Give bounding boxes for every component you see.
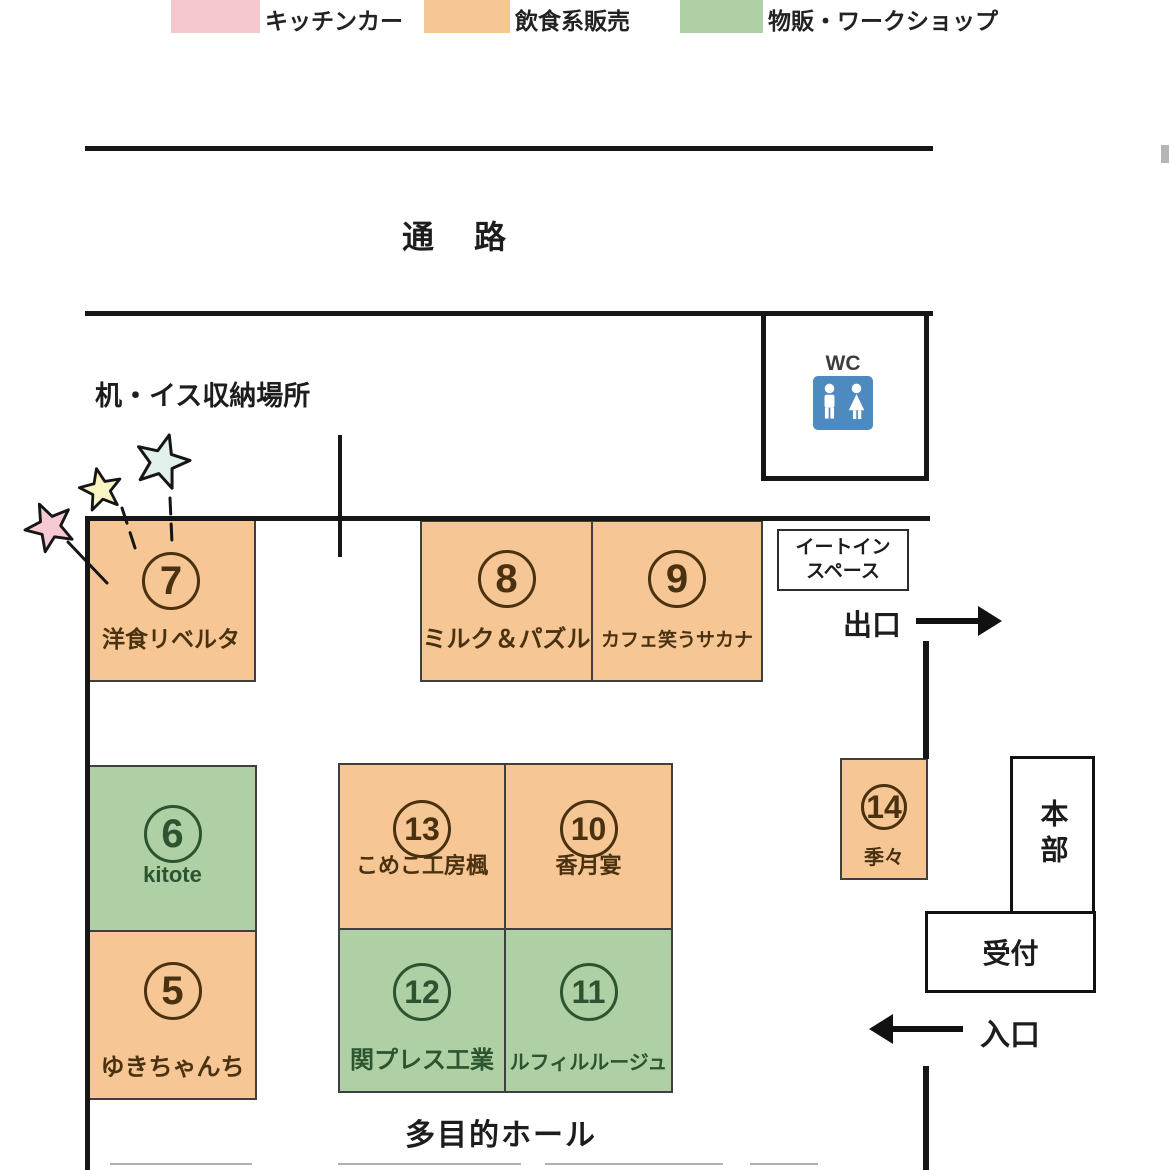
booth-number: 12 xyxy=(393,963,451,1021)
next-row-booth-edge xyxy=(110,1163,252,1165)
yellow-star-icon xyxy=(77,467,122,512)
booth-10: 10 香月宴 xyxy=(504,763,673,930)
teal-star-icon xyxy=(137,433,192,490)
corridor-label: 通 路 xyxy=(402,219,511,255)
next-row-booth-edge xyxy=(750,1163,818,1165)
booth-13: 13 こめこ工房楓 xyxy=(338,763,506,930)
exit-arrow-head-icon xyxy=(978,606,1002,636)
restroom-figures-icon xyxy=(824,383,865,420)
eat-in-space-box: イートイン スペース xyxy=(777,529,909,591)
legend-label-kitchen-car: キッチンカー xyxy=(265,8,403,34)
booth-11: 11 ルフィルルージュ xyxy=(504,928,673,1093)
booth-name: 関プレス工業 xyxy=(350,1047,494,1074)
booth-name: 香月宴 xyxy=(555,853,622,878)
headquarters-box: 本部 xyxy=(1010,756,1095,914)
booth-12: 12 関プレス工業 xyxy=(338,928,506,1093)
booth-number: 11 xyxy=(559,963,618,1021)
wall-entrance-vertical xyxy=(923,1066,929,1170)
booth-9: 9 カフェ笑うサカナ xyxy=(591,520,763,682)
entrance-arrow xyxy=(891,1026,963,1032)
wall-booth-row xyxy=(85,516,930,521)
booth-8: 8 ミルク＆パズル xyxy=(420,520,593,682)
wall-edge-fragment xyxy=(1161,145,1169,163)
teal-star-pointer-line xyxy=(168,496,174,545)
booth-6: 6 kitote xyxy=(88,765,257,932)
booth-number: 10 xyxy=(559,800,618,858)
wall-wc-bottom xyxy=(761,476,929,481)
wall-wc-right xyxy=(924,311,929,481)
booth-number: 14 xyxy=(861,784,907,830)
wall-corridor-bottom xyxy=(85,311,933,316)
wall-left xyxy=(85,516,90,1170)
booth-name: kitote xyxy=(143,862,202,887)
legend-swatch-food-sales xyxy=(424,0,510,33)
booth-name: ゆきちゃんち xyxy=(100,1054,245,1081)
reception-box: 受付 xyxy=(925,911,1096,993)
booth-number: 7 xyxy=(142,552,200,610)
wall-wc-left xyxy=(761,311,766,481)
yellow-star-pointer-line xyxy=(120,506,140,559)
booth-name: ミルク＆パズル xyxy=(422,626,591,653)
booth-name: ルフィルルージュ xyxy=(509,1052,668,1074)
storage-area-label: 机・イス収納場所 xyxy=(95,381,311,411)
legend-label-goods-workshop: 物販・ワークショップ xyxy=(768,8,998,34)
stars-decoration xyxy=(23,433,192,585)
reception-label: 受付 xyxy=(982,938,1039,969)
booth-name: カフェ笑うサカナ xyxy=(600,630,753,651)
next-row-booth-edge xyxy=(338,1163,521,1165)
wall-corridor-top xyxy=(85,146,933,151)
eat-in-line2: スペース xyxy=(806,561,880,582)
exit-arrow xyxy=(916,618,980,624)
booth-name: 洋食リベルタ xyxy=(102,626,240,652)
legend-label-food-sales: 飲食系販売 xyxy=(515,8,630,34)
wall-exit-vertical xyxy=(923,641,929,759)
booth-14: 14 季々 xyxy=(840,758,928,880)
exit-label: 出口 xyxy=(843,610,902,642)
hall-label: 多目的ホール xyxy=(405,1119,597,1152)
pink-star-icon xyxy=(23,502,74,554)
booth-number: 8 xyxy=(477,550,536,608)
wall-storage-divider xyxy=(338,435,342,557)
booth-5: 5 ゆきちゃんち xyxy=(88,930,257,1100)
legend-swatch-goods-workshop xyxy=(680,0,763,33)
entrance-arrow-head-icon xyxy=(869,1014,893,1044)
booth-number: 6 xyxy=(143,805,202,863)
eat-in-line1: イートイン xyxy=(795,537,891,559)
next-row-booth-edge xyxy=(545,1163,723,1165)
pink-star-pointer-line xyxy=(66,540,109,585)
booth-number: 9 xyxy=(648,550,706,608)
entrance-label: 入口 xyxy=(980,1019,1040,1052)
headquarters-label: 本部 xyxy=(1037,799,1069,871)
booth-number: 5 xyxy=(143,962,202,1020)
booth-name: 季々 xyxy=(864,847,904,869)
legend-swatch-kitchen-car xyxy=(171,0,260,33)
restroom-icon xyxy=(813,376,873,430)
booth-7: 7 洋食リベルタ xyxy=(86,518,256,682)
booth-name: こめこ工房楓 xyxy=(355,853,488,878)
booth-number: 13 xyxy=(393,800,451,858)
wc-label: WC xyxy=(825,352,861,375)
